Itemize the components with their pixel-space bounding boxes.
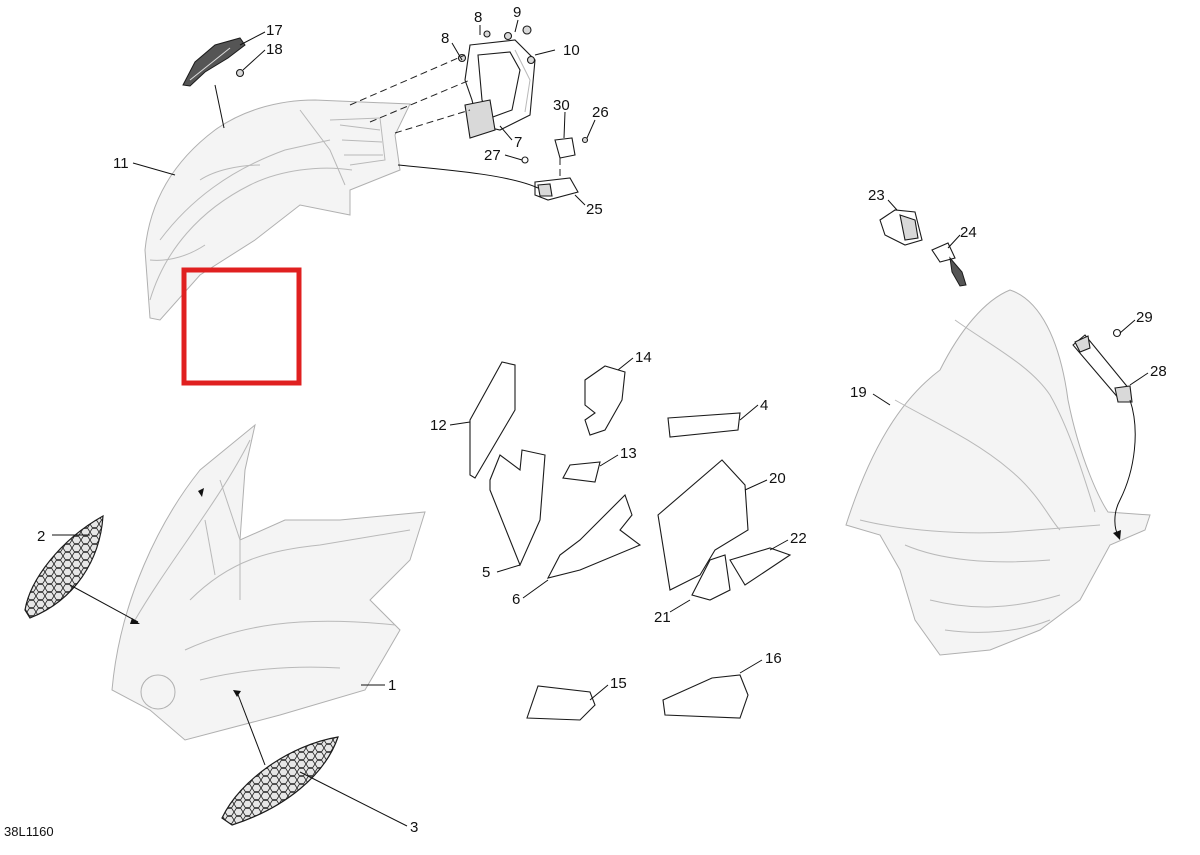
vent-grille-part-3 [221, 736, 339, 826]
callout-2: 2 [37, 528, 45, 545]
bracket-part-17 [182, 37, 246, 87]
screw-part-29 [1112, 328, 1122, 338]
windshield-part-19 [845, 289, 1151, 656]
assembly-line-7c [394, 109, 471, 134]
headlight-housing-part-7 [464, 39, 536, 139]
callout-4: 4 [760, 397, 768, 414]
wire-line-25 [397, 164, 539, 189]
callout-1: 1 [388, 677, 396, 694]
arrow-head-3 [233, 690, 241, 697]
handle-part-28 [1072, 334, 1133, 403]
callout-14: 14 [635, 349, 652, 366]
callout-13: 13 [620, 445, 637, 462]
callout-17: 17 [266, 22, 283, 39]
callout-22: 22 [790, 530, 807, 547]
pad-part-5 [489, 449, 546, 567]
pad-part-20 [657, 459, 749, 591]
screw-part-26 [581, 136, 589, 144]
pad-part-22 [729, 547, 792, 586]
callout-5: 5 [482, 564, 490, 581]
pad-part-4 [667, 412, 741, 438]
arrow-line-3 [236, 691, 266, 766]
assembly-line-7b [369, 79, 471, 123]
connector-part-24 [931, 242, 967, 287]
leader-lines [52, 19, 1149, 827]
arrow-head-2 [130, 618, 140, 624]
callout-11: 11 [113, 155, 129, 172]
callout-7: 7 [514, 134, 522, 151]
assembly-line-7a [349, 54, 466, 106]
pad-part-6 [546, 493, 642, 579]
callout-3: 3 [410, 819, 418, 836]
callout-27: 27 [484, 147, 501, 164]
callout-12: 12 [430, 417, 447, 434]
callout-6: 6 [512, 591, 520, 608]
callout-labels: 1 2 3 4 5 6 7 8 8 9 10 11 12 13 14 15 16… [37, 4, 1167, 836]
pad-part-15 [526, 685, 596, 721]
callout-20: 20 [769, 470, 786, 487]
clips-part-9-10 [503, 25, 536, 65]
callout-18: 18 [266, 41, 283, 58]
hood-part-1 [111, 423, 426, 741]
pad-part-21 [691, 554, 731, 601]
callout-19: 19 [850, 384, 867, 401]
callout-8a: 8 [474, 9, 482, 26]
vent-grille-part-2 [24, 514, 104, 619]
pad-part-14 [584, 365, 626, 436]
callout-29: 29 [1136, 309, 1153, 326]
pad-part-16 [662, 674, 749, 719]
callout-8b: 8 [441, 30, 449, 47]
callout-24: 24 [960, 224, 977, 241]
screw-part-18 [235, 68, 245, 78]
callout-26: 26 [592, 104, 609, 121]
arrow-head-28 [1113, 530, 1121, 540]
pad-part-13 [562, 461, 601, 483]
arrow-line-2 [69, 584, 139, 623]
pad-part-12 [469, 361, 516, 479]
callout-15: 15 [610, 675, 627, 692]
connector-part-25 [534, 177, 579, 201]
highlight-box [181, 267, 302, 386]
wire-line-28 [1114, 399, 1136, 536]
callout-23: 23 [868, 187, 885, 204]
diagram-code: 38L1160 [4, 824, 54, 839]
callout-21: 21 [654, 609, 671, 626]
callout-25: 25 [586, 201, 603, 218]
arrow-head-hood [198, 488, 204, 497]
callout-10: 10 [563, 42, 580, 59]
bracket-part-23 [879, 209, 923, 246]
callout-16: 16 [765, 650, 782, 667]
bracket-part-30 [554, 137, 576, 159]
callout-9: 9 [513, 4, 521, 21]
callout-28: 28 [1150, 363, 1167, 380]
washer-part-27 [521, 156, 529, 164]
front-fascia-part-11 [144, 99, 411, 321]
callout-30: 30 [553, 97, 570, 114]
assembly-line-17 [214, 84, 225, 129]
